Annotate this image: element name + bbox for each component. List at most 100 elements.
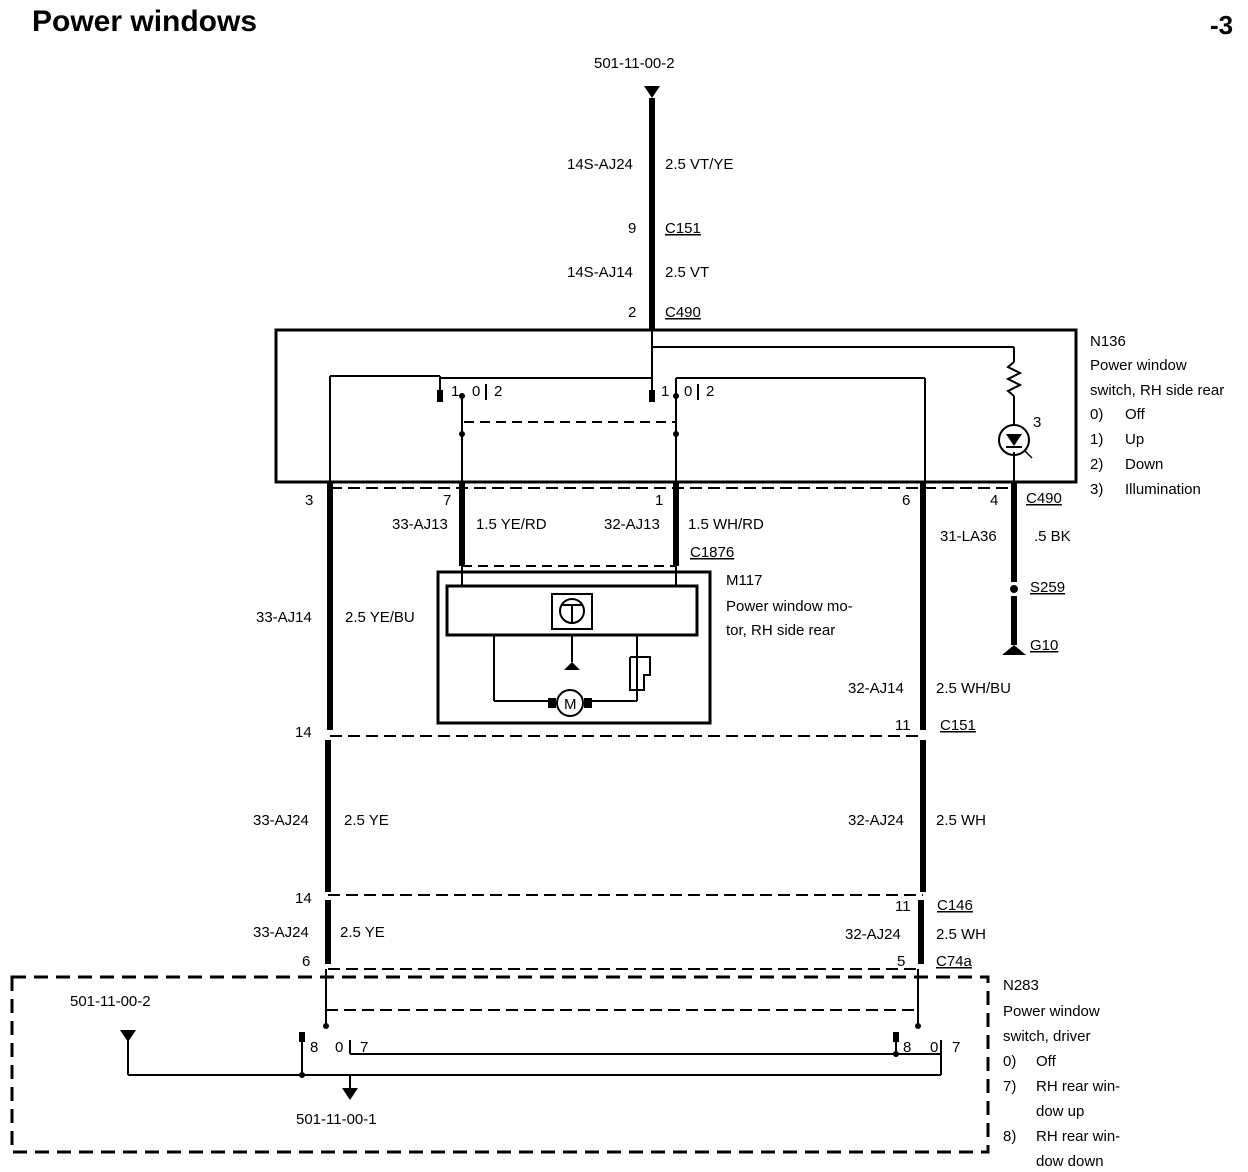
m117-name: tor, RH side rear bbox=[726, 622, 835, 639]
legend-key: 8) bbox=[1003, 1128, 1016, 1145]
wire-label: 2.5 VT bbox=[665, 264, 709, 281]
ref-driver-left: 501-11-00-2 bbox=[70, 993, 151, 1010]
legend-label: Off bbox=[1125, 406, 1146, 423]
legend-label: Up bbox=[1125, 431, 1144, 448]
wire-label: 2.5 WH bbox=[936, 926, 986, 943]
motor-symbol: M bbox=[564, 696, 577, 713]
wire-label: .5 BK bbox=[1034, 528, 1071, 545]
wire-label: 2.5 VT/YE bbox=[665, 156, 733, 173]
legend-key: 7) bbox=[1003, 1078, 1016, 1095]
arrow-down-icon bbox=[120, 1030, 136, 1042]
lamp-position-label: 3 bbox=[1033, 414, 1041, 431]
page-number: -3 bbox=[1210, 10, 1233, 40]
wire-label: 32-AJ24 bbox=[845, 926, 901, 943]
switch-contacts bbox=[437, 390, 679, 437]
legend-key: 1) bbox=[1090, 431, 1103, 448]
splice-s259 bbox=[1010, 585, 1018, 593]
ref-driver-bottom: 501-11-00-1 bbox=[296, 1111, 377, 1128]
n283-internal-wiring bbox=[127, 969, 942, 1088]
legend-label: Illumination bbox=[1125, 481, 1201, 498]
m117-name: Power window mo- bbox=[726, 598, 853, 615]
switch-position-label: 0 bbox=[684, 383, 692, 400]
pin-label: 11 bbox=[895, 717, 911, 734]
pin-label: 3 bbox=[305, 492, 313, 509]
connector-label: C490 bbox=[665, 304, 701, 321]
legend-label: RH rear win- bbox=[1036, 1128, 1120, 1145]
wire-label: 32-AJ24 bbox=[848, 812, 904, 829]
wire-label: 2.5 YE bbox=[344, 812, 389, 829]
connector-label: C151 bbox=[940, 717, 976, 734]
connector-label: C1876 bbox=[690, 544, 734, 561]
n283-id: N283 bbox=[1003, 977, 1039, 994]
m117-motor-box bbox=[436, 570, 712, 725]
thermal-protector-icon bbox=[629, 656, 651, 691]
m117-internal-wiring bbox=[461, 566, 677, 702]
pin-label: 4 bbox=[990, 492, 998, 509]
page-title: Power windows bbox=[32, 5, 257, 38]
switch-position-label: 0 bbox=[472, 383, 480, 400]
legend-label: dow down bbox=[1036, 1153, 1104, 1170]
legend-key: 0) bbox=[1003, 1053, 1016, 1070]
pin-label: 9 bbox=[628, 220, 636, 237]
connector-label: C146 bbox=[937, 897, 973, 914]
wire-label: 33-AJ14 bbox=[256, 609, 312, 626]
switch-position-label: 8 bbox=[903, 1039, 911, 1056]
n283-name: switch, driver bbox=[1003, 1028, 1091, 1045]
wire-label: 33-AJ13 bbox=[392, 516, 448, 533]
wire-label: 2.5 WH bbox=[936, 812, 986, 829]
pin-label: 6 bbox=[902, 492, 910, 509]
pin-label: 7 bbox=[443, 492, 451, 509]
motor-icon: M bbox=[548, 689, 592, 717]
wire-label: 1.5 WH/RD bbox=[688, 516, 764, 533]
ref-top: 501-11-00-2 bbox=[594, 55, 675, 72]
legend-label: dow up bbox=[1036, 1103, 1084, 1120]
ground-icon bbox=[564, 662, 580, 670]
driver-switch-contacts bbox=[299, 1023, 921, 1078]
wire-label: 33-AJ24 bbox=[253, 924, 309, 941]
switch-position-label: 0 bbox=[930, 1039, 938, 1056]
switch-position-label: 2 bbox=[706, 383, 714, 400]
arrow-down-icon bbox=[342, 1088, 358, 1100]
connector-label: C151 bbox=[665, 220, 701, 237]
switch-position-label: 8 bbox=[310, 1039, 318, 1056]
switch-position-label: 0 bbox=[335, 1039, 343, 1056]
illumination-lamp-icon bbox=[998, 424, 1033, 459]
pin-label: 1 bbox=[655, 492, 663, 509]
wire-label: 2.5 YE bbox=[340, 924, 385, 941]
m117-id: M117 bbox=[726, 572, 762, 589]
n136-name: Power window bbox=[1090, 357, 1187, 374]
wire-label: 32-AJ13 bbox=[604, 516, 660, 533]
legend-label: RH rear win- bbox=[1036, 1078, 1120, 1095]
pin-label: 6 bbox=[302, 953, 310, 970]
wire-label: 14S-AJ14 bbox=[567, 264, 633, 281]
n283-switch-box bbox=[10, 975, 990, 1154]
arrow-down-icon bbox=[644, 86, 660, 98]
legend-key: 2) bbox=[1090, 456, 1103, 473]
switch-position-label: 1 bbox=[451, 383, 459, 400]
n283-name: Power window bbox=[1003, 1003, 1100, 1020]
pin-label: 11 bbox=[895, 898, 911, 915]
pin-label: 14 bbox=[295, 724, 312, 741]
harness-wires bbox=[325, 482, 1017, 964]
n136-name: switch, RH side rear bbox=[1090, 382, 1224, 399]
ground-g10-icon bbox=[1002, 645, 1026, 655]
legend-label: Off bbox=[1036, 1053, 1057, 1070]
switch-position-label: 2 bbox=[494, 383, 502, 400]
switch-position-label: 1 bbox=[661, 383, 669, 400]
connector-label: C74a bbox=[936, 953, 973, 970]
wire-label: 1.5 YE/RD bbox=[476, 516, 547, 533]
pin-label: 2 bbox=[628, 304, 636, 321]
pin-label: 5 bbox=[897, 953, 905, 970]
connector-label: C490 bbox=[1026, 490, 1062, 507]
hall-sensor-icon bbox=[551, 593, 593, 630]
switch-position-label: 7 bbox=[952, 1039, 960, 1056]
wire-label: 2.5 WH/BU bbox=[936, 680, 1011, 697]
n136-id: N136 bbox=[1090, 333, 1126, 350]
pin-label: 14 bbox=[295, 890, 312, 907]
wire-label: 32-AJ14 bbox=[848, 680, 904, 697]
legend-key: 3) bbox=[1090, 481, 1103, 498]
wire-label: 2.5 YE/BU bbox=[345, 609, 415, 626]
switch-position-label: 7 bbox=[360, 1039, 368, 1056]
wire-label: 31-LA36 bbox=[940, 528, 997, 545]
